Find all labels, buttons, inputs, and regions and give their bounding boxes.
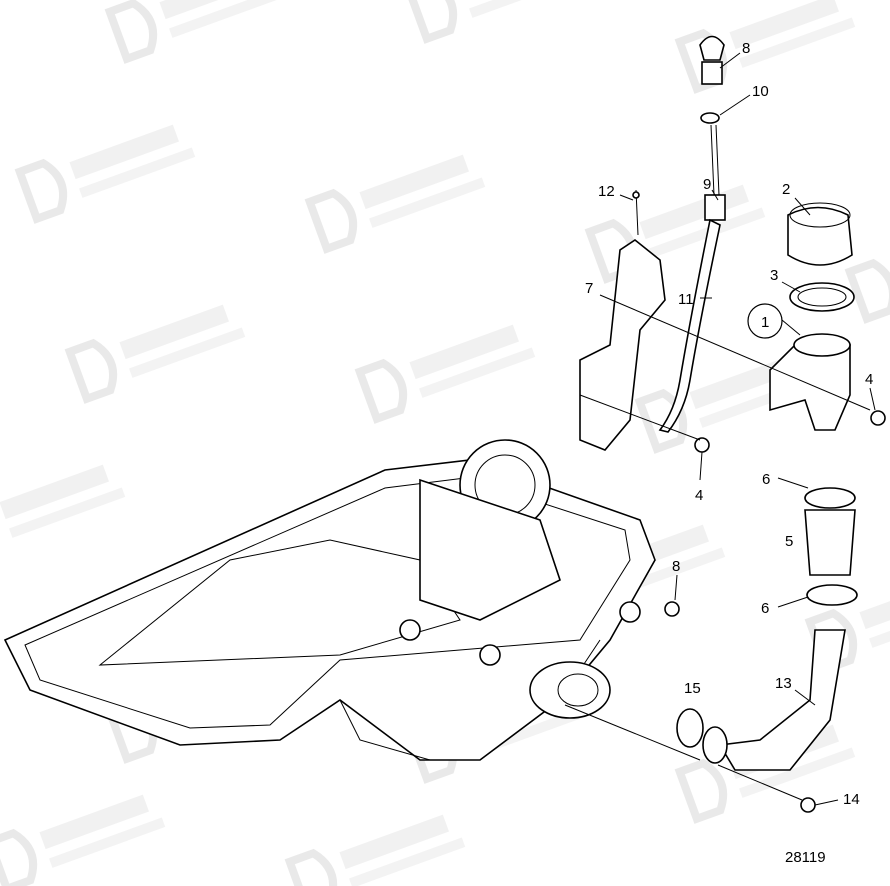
callout-9: 9 xyxy=(703,176,711,193)
watermark-band xyxy=(9,487,126,538)
watermark-d-mark xyxy=(404,0,458,44)
watermark-band xyxy=(169,0,286,38)
dipstick xyxy=(658,35,726,433)
filler-assembly xyxy=(676,202,858,771)
callout-6: 6 xyxy=(762,471,770,488)
callout-6: 6 xyxy=(761,600,769,617)
watermark-logo xyxy=(284,814,466,886)
watermark-d-mark xyxy=(674,758,728,824)
watermark-logo xyxy=(844,258,890,324)
watermark-d-mark xyxy=(14,158,68,224)
callout-7: 7 xyxy=(585,280,593,297)
watermark-band xyxy=(79,147,196,198)
watermark-d-mark xyxy=(844,258,890,324)
watermark-band xyxy=(39,794,149,850)
watermark-band xyxy=(69,124,179,180)
watermark-band xyxy=(129,327,246,378)
watermark-band xyxy=(469,0,586,18)
watermark-logo xyxy=(64,304,246,404)
watermark-band xyxy=(729,0,839,50)
watermark-logo xyxy=(14,124,196,224)
callout-8: 8 xyxy=(742,40,750,57)
watermark-band xyxy=(409,324,519,380)
watermark-band xyxy=(359,154,469,210)
callout-13: 13 xyxy=(775,675,792,692)
watermark-d-mark xyxy=(354,358,408,424)
watermark-d-mark xyxy=(304,188,358,254)
callout-5: 5 xyxy=(785,533,793,550)
callout-10: 10 xyxy=(752,83,769,100)
watermark-band xyxy=(0,464,109,520)
watermark-d-mark xyxy=(104,0,158,64)
bolts xyxy=(664,410,886,813)
watermark-logo xyxy=(804,574,890,674)
watermark-band xyxy=(369,177,486,228)
callout-3: 3 xyxy=(770,267,778,284)
callout-8: 8 xyxy=(672,558,680,575)
watermark-logo xyxy=(304,154,486,254)
callout-15: 15 xyxy=(684,680,701,697)
callout-1: 1 xyxy=(761,314,769,331)
watermark-band xyxy=(339,814,449,870)
watermark-logo xyxy=(0,794,166,886)
watermark-band xyxy=(639,184,749,240)
watermark-band xyxy=(739,747,856,798)
callout-4: 4 xyxy=(695,487,703,504)
oil-pan xyxy=(3,439,656,761)
drawing-number: 28119 xyxy=(785,849,826,866)
watermark-d-mark xyxy=(0,828,38,886)
watermark-d-mark xyxy=(284,848,338,886)
watermark-d-mark xyxy=(804,608,858,674)
callout-2: 2 xyxy=(782,181,790,198)
watermark-band xyxy=(159,0,269,20)
circled-callout-ring xyxy=(747,303,783,339)
watermark-d-mark xyxy=(64,338,118,404)
watermark-band xyxy=(349,837,466,886)
callout-12: 12 xyxy=(598,183,615,200)
watermark-band xyxy=(859,574,890,630)
watermark-band xyxy=(419,347,536,398)
watermark-band xyxy=(119,304,229,360)
callout-labels: 8 10 12 9 2 3 7 11 1 4 4 6 5 8 6 15 13 1… xyxy=(585,40,873,866)
leader-lines xyxy=(564,52,876,806)
watermark-logo xyxy=(104,0,286,64)
watermark-logo xyxy=(354,324,536,424)
watermark-logo xyxy=(0,464,126,538)
watermark-logo xyxy=(404,0,586,44)
callout-11: 11 xyxy=(678,291,694,308)
watermark-band xyxy=(739,17,856,68)
callout-14: 14 xyxy=(843,791,860,808)
bracket xyxy=(579,189,666,451)
callout-4: 4 xyxy=(865,371,873,388)
watermark-band xyxy=(49,817,166,868)
watermark-d-mark xyxy=(634,388,688,454)
watermark-logo xyxy=(584,184,766,284)
